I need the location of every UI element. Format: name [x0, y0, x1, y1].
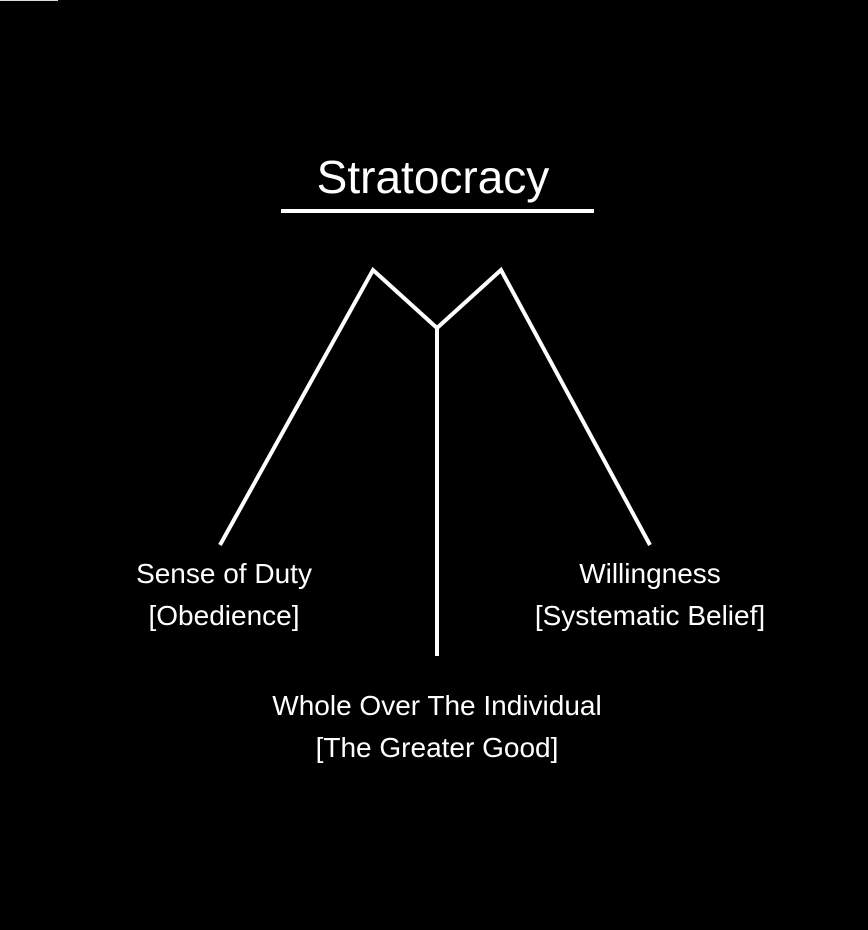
node-label: Sense of Duty: [136, 558, 312, 589]
node-sublabel: [Obedience]: [148, 600, 300, 631]
node-sublabel: [Systematic Belief]: [534, 600, 766, 631]
node-willingness: Willingness [Systematic Belief]: [500, 553, 800, 637]
node-label: Willingness: [579, 558, 721, 589]
node-sublabel: [The Greater Good]: [315, 732, 559, 763]
corner-line: [0, 0, 58, 1]
node-sense-of-duty: Sense of Duty [Obedience]: [74, 553, 374, 637]
node-whole-over-individual: Whole Over The Individual [The Greater G…: [237, 685, 637, 769]
node-label: Whole Over The Individual: [272, 690, 602, 721]
diagram-title: Stratocracy: [316, 151, 550, 203]
